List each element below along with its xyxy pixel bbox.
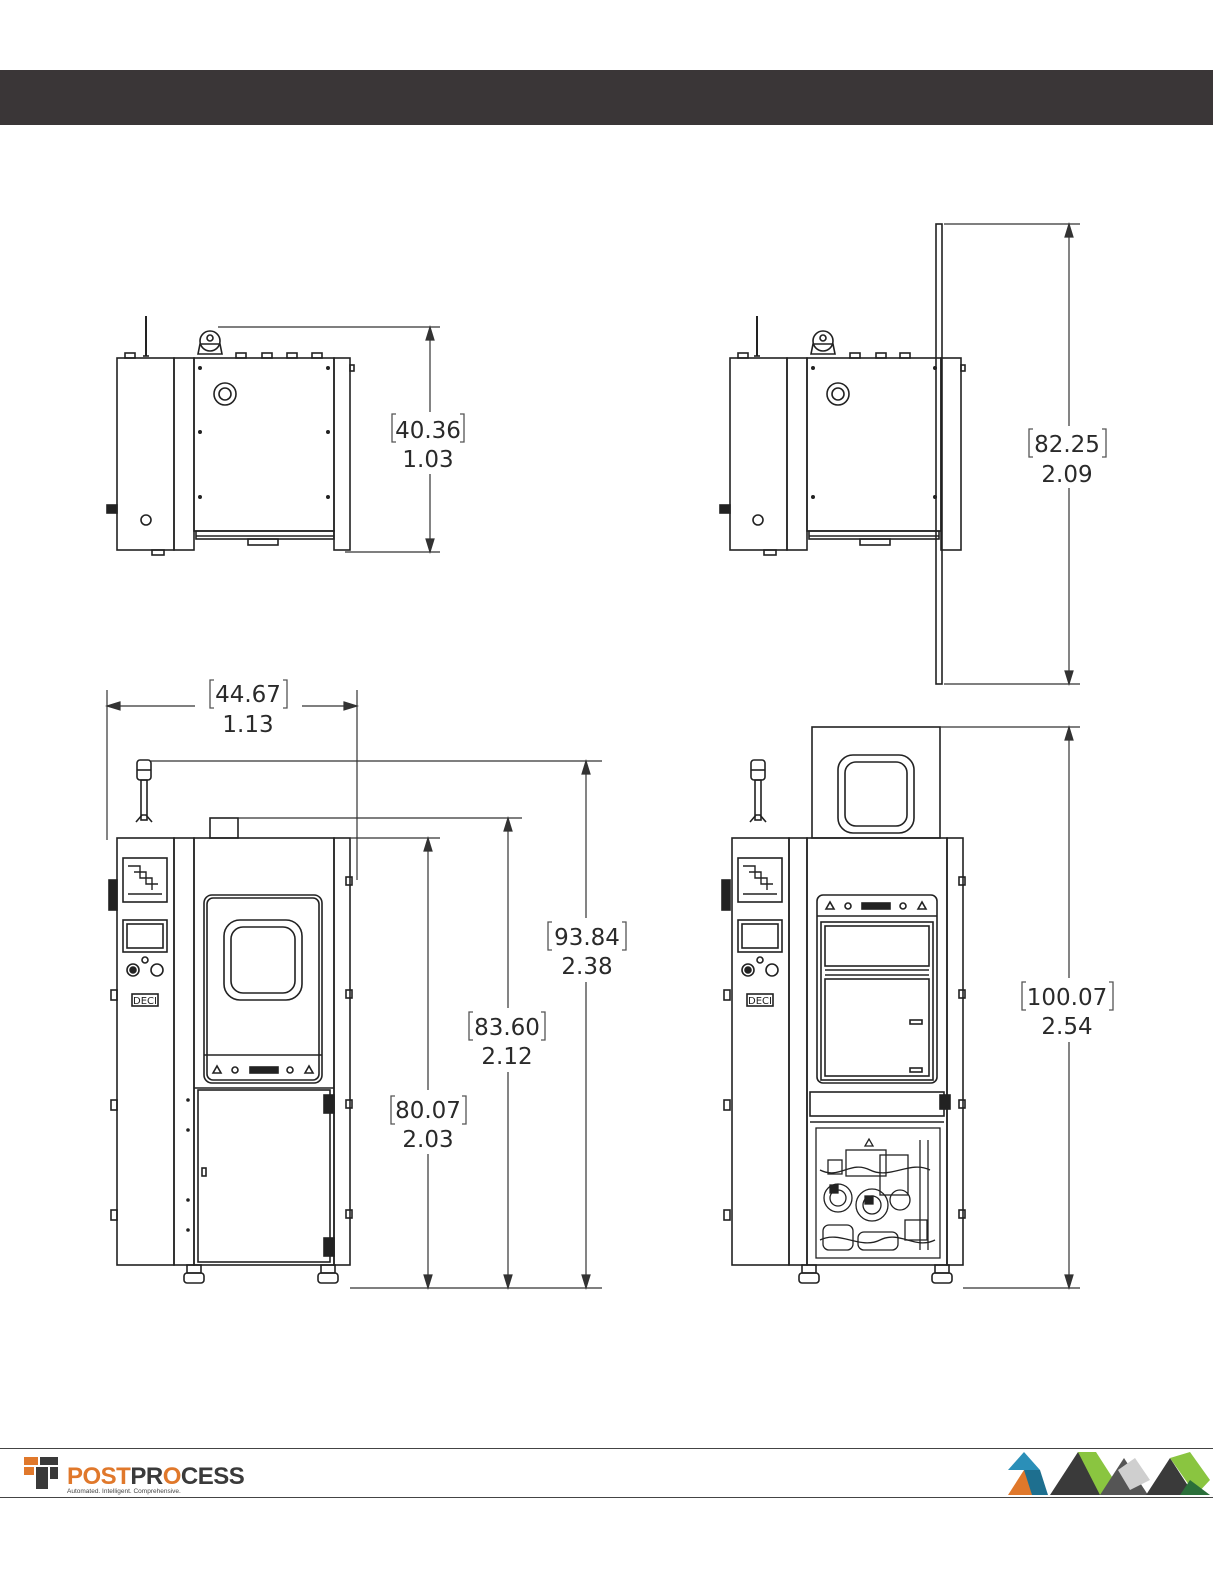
svg-text:1.13: 1.13 bbox=[222, 712, 273, 738]
dim-label-82-25: 82.25 2.09 bbox=[1029, 429, 1106, 488]
dim-label-100-07: 100.07 2.54 bbox=[1022, 982, 1113, 1040]
side-view-open bbox=[720, 224, 965, 684]
dim-label-93-84: 93.84 2.38 bbox=[548, 922, 626, 980]
svg-text:2.09: 2.09 bbox=[1041, 462, 1092, 488]
svg-text:1.03: 1.03 bbox=[402, 447, 453, 473]
side-view-closed bbox=[107, 316, 354, 555]
svg-text:93.84: 93.84 bbox=[554, 925, 620, 951]
svg-text:2.38: 2.38 bbox=[561, 954, 612, 980]
svg-text:82.25: 82.25 bbox=[1034, 432, 1100, 458]
postprocess-logo-icon bbox=[24, 1457, 58, 1489]
svg-text:80.07: 80.07 bbox=[395, 1098, 461, 1124]
svg-text:2.12: 2.12 bbox=[481, 1044, 532, 1070]
svg-text:DECI: DECI bbox=[748, 996, 772, 1007]
svg-text:83.60: 83.60 bbox=[474, 1015, 540, 1041]
svg-text:DECI: DECI bbox=[133, 996, 157, 1007]
footer-divider-bottom bbox=[0, 1497, 1213, 1498]
svg-text:100.07: 100.07 bbox=[1027, 985, 1107, 1011]
decorative-triangles-icon bbox=[1008, 1452, 1210, 1495]
front-view-closed: DECI bbox=[109, 760, 352, 1283]
dim-label-83-60: 83.60 2.12 bbox=[469, 1012, 545, 1070]
dim-label-40-36: 40.36 1.03 bbox=[392, 414, 464, 473]
dim-label-80-07: 80.07 2.03 bbox=[391, 1096, 466, 1153]
front-view-open: DECI bbox=[722, 727, 965, 1283]
brand-tagline: Automated. Intelligent. Comprehensive. bbox=[67, 1488, 181, 1495]
footer-divider-top bbox=[0, 1448, 1213, 1449]
svg-text:40.36: 40.36 bbox=[395, 418, 461, 444]
svg-text:44.67: 44.67 bbox=[215, 682, 281, 708]
dim-label-44-67: 44.67 1.13 bbox=[210, 680, 287, 738]
svg-text:2.03: 2.03 bbox=[402, 1127, 453, 1153]
brand-name: POSTPROCESS bbox=[67, 1463, 244, 1491]
svg-text:2.54: 2.54 bbox=[1041, 1014, 1092, 1040]
